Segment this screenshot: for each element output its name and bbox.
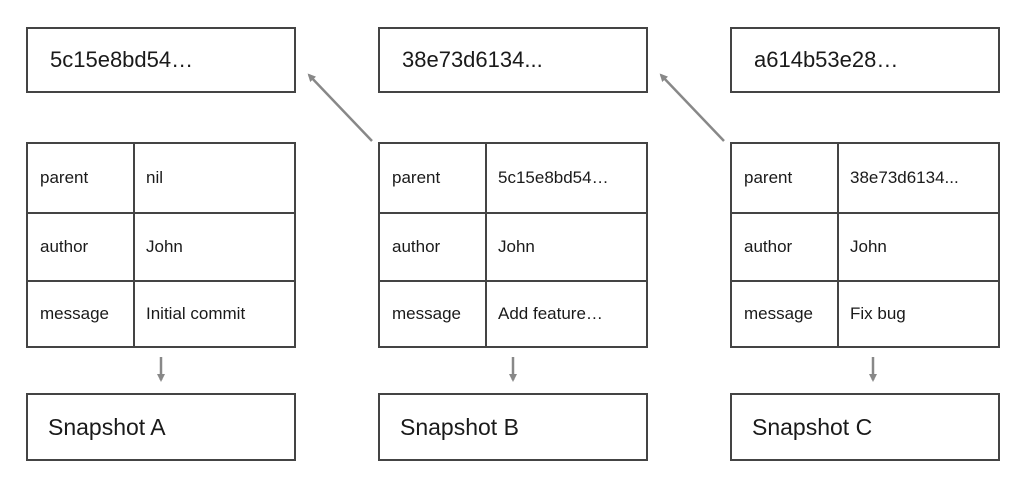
commit-hash-b: 38e73d6134... xyxy=(378,27,648,93)
message-row: message Add feature… xyxy=(380,280,646,346)
author-key: author xyxy=(732,214,839,280)
commit-hash-text: a614b53e28… xyxy=(754,47,899,72)
commit-object-b: parent 5c15e8bd54… author John message A… xyxy=(378,142,648,348)
author-row: author John xyxy=(380,212,646,280)
message-key: message xyxy=(380,282,487,346)
message-value: Fix bug xyxy=(850,304,906,323)
author-key: author xyxy=(28,214,135,280)
parent-row: parent nil xyxy=(28,144,294,212)
message-row: message Fix bug xyxy=(732,280,998,346)
author-row: author John xyxy=(28,212,294,280)
author-key: author xyxy=(380,214,487,280)
commit-hash-text: 5c15e8bd54… xyxy=(50,47,194,72)
parent-key: parent xyxy=(380,144,487,212)
author-value: John xyxy=(850,237,887,256)
snapshot-a: Snapshot A xyxy=(26,393,296,461)
commit-hash-text: 38e73d6134... xyxy=(402,47,543,72)
parent-row: parent 38e73d6134... xyxy=(732,144,998,212)
snapshot-label: Snapshot A xyxy=(48,413,166,440)
snapshot-c: Snapshot C xyxy=(730,393,1000,461)
author-value: John xyxy=(146,237,183,256)
message-value: Add feature… xyxy=(498,304,603,323)
parent-value: nil xyxy=(146,168,164,187)
parent-key: parent xyxy=(732,144,839,212)
parent-key: parent xyxy=(28,144,135,212)
parent-row: parent 5c15e8bd54… xyxy=(380,144,646,212)
commit-object-c: parent 38e73d6134... author John message… xyxy=(730,142,1000,348)
commit-hash-c: a614b53e28… xyxy=(730,27,1000,93)
snapshot-label: Snapshot C xyxy=(752,413,873,440)
commit-object-a: parent nil author John message Initial c… xyxy=(26,142,296,348)
author-value: John xyxy=(498,237,535,256)
message-key: message xyxy=(28,282,135,346)
commit-hash-a: 5c15e8bd54… xyxy=(26,27,296,93)
parent-value: 5c15e8bd54… xyxy=(498,168,609,187)
message-row: message Initial commit xyxy=(28,280,294,346)
parent-arrow-c-to-b xyxy=(659,73,725,142)
snapshot-b: Snapshot B xyxy=(378,393,648,461)
snapshot-label: Snapshot B xyxy=(400,413,519,440)
message-value: Initial commit xyxy=(146,304,246,323)
parent-value: 38e73d6134... xyxy=(850,168,959,187)
author-row: author John xyxy=(732,212,998,280)
message-key: message xyxy=(732,282,839,346)
parent-arrow-b-to-a xyxy=(307,73,373,142)
